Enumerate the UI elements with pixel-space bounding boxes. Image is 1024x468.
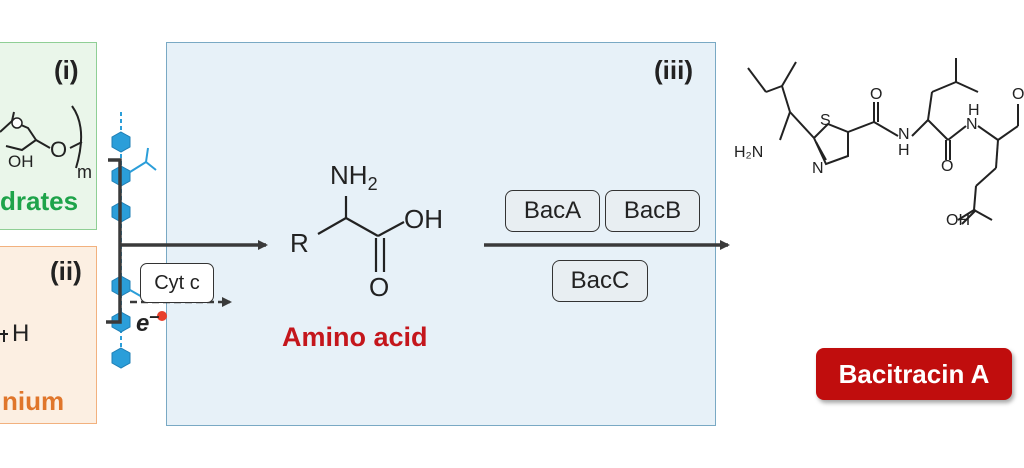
bacitracin-structure [747,58,1019,225]
ring-oxygen [11,117,23,129]
bac-atom-h2: H [968,102,980,119]
bac-atom-h2n: H₂N [734,144,764,161]
panel-iii-label: (iii) [654,55,693,85]
panel-ii-label: (ii) [50,256,82,286]
carbohydrates-label: drates [0,186,79,216]
amino-acid-label: Amino acid [282,322,428,352]
enzyme-baca: BacA [505,190,600,232]
panel-ii-ammonium [0,246,97,424]
sugar-m: m [77,162,92,182]
panel-iii-synthesis [166,42,716,426]
sugar-ring [0,105,83,169]
amino-r-group: R [290,228,309,258]
bac-atom-h1: H [898,142,910,159]
bac-atom-s: S [820,112,831,129]
bac-atom-oh: OH [946,212,970,229]
ammonium-label: nium [2,386,65,416]
bacitracin-a-badge: Bacitracin A [816,348,1012,400]
ammonium-fragment [0,330,8,342]
ammonium-h: H [12,320,30,347]
enzyme-bacb: BacB [605,190,700,232]
cyt-c-box: Cyt c [140,263,214,303]
sugar-oh: OH [8,152,34,171]
bac-atom-o3: O [1012,86,1024,103]
electron-flow-path [106,158,122,324]
amino-oh: OH [404,204,443,234]
bac-atom-o1: O [870,86,883,103]
enzyme-bacc: BacC [552,260,648,302]
panel-i-label: (i) [54,55,79,85]
amino-o: O [369,272,390,302]
bac-atom-n2: N [898,126,910,143]
bac-atom-o2: O [941,158,954,175]
amino-acid-structure [317,196,405,272]
amino-nh2: NH2 [330,160,378,195]
electron-label: e– [136,306,160,337]
bac-atom-n3: N [966,116,978,133]
bac-atom-n1: N [812,160,824,177]
sugar-o: O [50,137,68,162]
electron-dot [157,311,167,321]
